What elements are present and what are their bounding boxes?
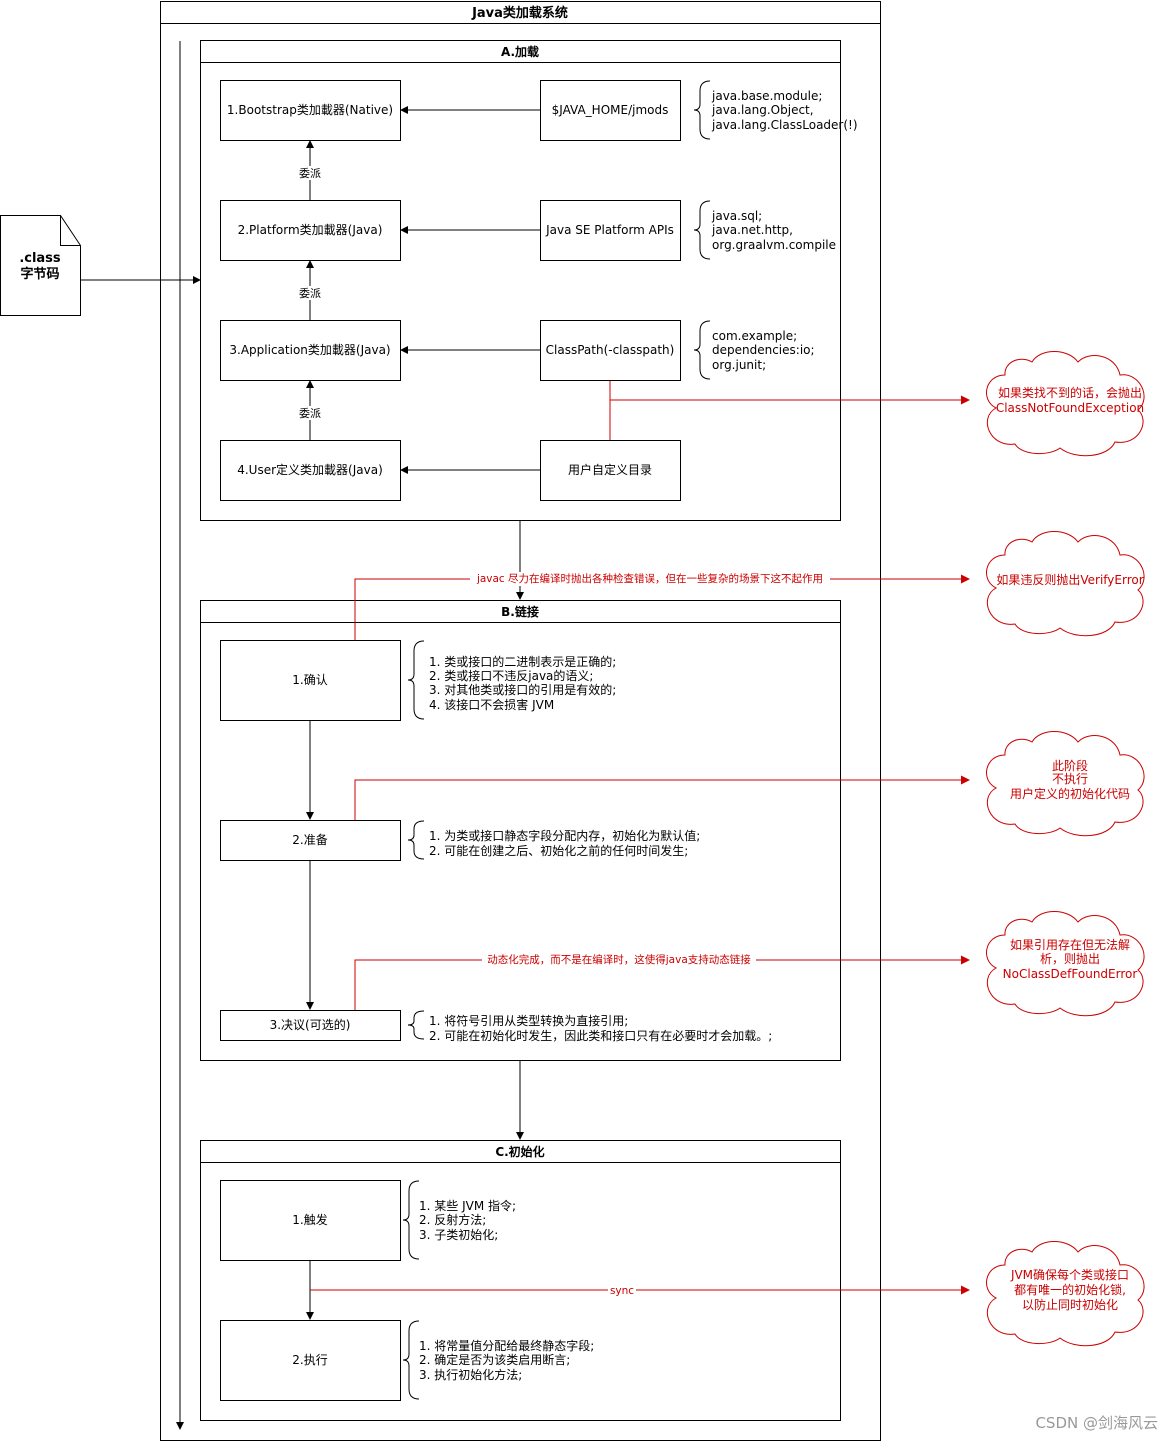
verify-note: 3. 对其他类或接口的引用是有效的; bbox=[429, 682, 616, 697]
cloud-no-user-init: 此阶段 不执行 用户定义的初始化代码 bbox=[986, 731, 1145, 837]
cloud-no-class-def: 如果引用存在但无法解 析，则抛出 NoClassDefFoundError bbox=[986, 911, 1145, 1017]
watermark: CSDN @剑海风云 bbox=[1035, 1414, 1158, 1432]
classpath-note: org.junit; bbox=[712, 358, 766, 372]
class-file-line2: 字节码 bbox=[20, 266, 59, 282]
verify-step bbox=[220, 640, 401, 721]
verify-note: 1. 类或接口的二进制表示是正确的; bbox=[429, 654, 616, 669]
resolve-note: 2. 可能在初始化时发生，因此类和接口只有在必要时才会加载。; bbox=[429, 1028, 772, 1043]
javac-label: javac 尽力在编译时抛出各种检查错误，但在一些复杂的场景下这不起作用 bbox=[476, 572, 823, 585]
classpath-note: dependencies:io; bbox=[712, 343, 815, 357]
resolve-note: 1. 将符号引用从类型转换为直接引用; bbox=[429, 1013, 628, 1028]
delegate-label: 委派 bbox=[299, 167, 321, 180]
execute-note: 2. 确定是否为该类启用断言; bbox=[419, 1352, 570, 1367]
application-loader bbox=[220, 320, 401, 381]
cloud-init-lock: JVM确保每个类或接口 都有唯一的初始化锁, 以防止同时初始化 bbox=[986, 1241, 1145, 1347]
brace bbox=[407, 820, 425, 860]
source-jmods-label: $JAVA_HOME/jmods bbox=[552, 103, 669, 117]
svg-text:如果违反则抛出VerifyError: 如果违反则抛出VerifyError bbox=[996, 572, 1143, 587]
trigger-note: 3. 子类初始化; bbox=[419, 1228, 498, 1242]
source-platform-apis-label: Java SE Platform APIs bbox=[545, 223, 674, 237]
svg-text:不执行: 不执行 bbox=[1052, 772, 1088, 786]
brace bbox=[407, 640, 425, 720]
svg-text:此阶段: 此阶段 bbox=[1052, 758, 1088, 773]
verify-note: 4. 该接口不会损害 JVM bbox=[429, 697, 554, 712]
platform-note: java.sql; bbox=[711, 209, 762, 223]
source-user-dir bbox=[540, 440, 681, 501]
brace bbox=[407, 1010, 425, 1040]
svg-text:以防止同时初始化: 以防止同时初始化 bbox=[1022, 1297, 1118, 1312]
application-loader-label: 3.Application类加載器(Java) bbox=[229, 343, 390, 357]
execute-step bbox=[220, 1320, 401, 1401]
delegate-label: 委派 bbox=[299, 407, 321, 420]
sync-label: sync bbox=[610, 1285, 634, 1297]
verify-label: 1.确认 bbox=[292, 673, 327, 687]
platform-loader-label: 2.Platform类加載器(Java) bbox=[238, 223, 383, 237]
source-classpath-label: ClassPath(-classpath) bbox=[546, 343, 675, 357]
linking-section: B.链接 1.确认 2.准备 3.决议(可选的) 1. 类或接口的二进制表示是正… bbox=[200, 600, 841, 1061]
loading-header: A.加载 bbox=[501, 44, 539, 59]
svg-text:用户定义的初始化代码: 用户定义的初始化代码 bbox=[1010, 786, 1130, 801]
source-classpath bbox=[540, 320, 681, 381]
trigger-note: 2. 反射方法; bbox=[419, 1212, 486, 1227]
brace bbox=[693, 320, 711, 380]
execute-label: 2.执行 bbox=[292, 1353, 327, 1367]
svg-text:析，则抛出: 析，则抛出 bbox=[1040, 951, 1100, 966]
svg-text:如果引用存在但无法解: 如果引用存在但无法解 bbox=[1010, 937, 1130, 952]
resolve-label: 3.决议(可选的) bbox=[270, 1017, 351, 1032]
resolve-step bbox=[220, 1010, 401, 1041]
jmods-note: java.lang.ClassLoader(!) bbox=[711, 118, 858, 132]
source-platform-apis bbox=[540, 200, 681, 261]
bootstrap-loader-label: 1.Bootstrap类加載器(Native) bbox=[227, 103, 393, 117]
brace bbox=[402, 1320, 420, 1400]
class-file-line1: .class bbox=[19, 251, 61, 266]
execute-note: 1. 将常量值分配给最终静态字段; bbox=[419, 1338, 594, 1353]
execute-note: 3. 执行初始化方法; bbox=[419, 1367, 522, 1382]
verify-note: 2. 类或接口不违反java的语义; bbox=[429, 668, 593, 683]
class-file-icon: .class 字节码 bbox=[0, 215, 81, 316]
user-loader bbox=[220, 440, 401, 501]
prepare-step bbox=[220, 820, 401, 861]
bootstrap-loader bbox=[220, 80, 401, 141]
loading-section: A.加载 1.Bootstrap类加載器(Native) 2.Platform类… bbox=[200, 40, 858, 521]
prepare-note: 2. 可能在创建之后、初始化之前的任何时间发生; bbox=[429, 843, 688, 858]
cloud-class-not-found: 如果类找不到的话，会抛出 ClassNotFoundException bbox=[986, 351, 1145, 457]
platform-note: java.net.http, bbox=[711, 223, 793, 237]
jmods-note: java.lang.Object, bbox=[711, 103, 814, 117]
initialization-header: C.初始化 bbox=[495, 1144, 544, 1159]
prepare-note: 1. 为类或接口静态字段分配内存，初始化为默认值; bbox=[429, 828, 700, 843]
source-user-dir-label: 用户自定义目录 bbox=[568, 462, 652, 477]
linking-header: B.链接 bbox=[501, 604, 539, 619]
platform-note: org.graalvm.compile bbox=[712, 238, 836, 252]
prepare-label: 2.准备 bbox=[292, 833, 327, 847]
cloud-verify-error: 如果违反则抛出VerifyError bbox=[986, 531, 1145, 637]
source-jmods bbox=[540, 80, 681, 141]
user-loader-label: 4.User定义类加載器(Java) bbox=[237, 462, 383, 477]
initialization-section: C.初始化 1.触发 2.执行 1. 某些 JVM 指令; 2. 反射方法; 3… bbox=[200, 1140, 841, 1421]
svg-text:JVM确保每个类或接口: JVM确保每个类或接口 bbox=[1010, 1267, 1129, 1282]
dynamic-label: 动态化完成，而不是在编译时，这使得java支持动态链接 bbox=[487, 953, 751, 966]
brace bbox=[693, 200, 711, 260]
trigger-label: 1.触发 bbox=[292, 1212, 327, 1227]
delegate-label: 委派 bbox=[299, 287, 321, 300]
svg-text:都有唯一的初始化锁,: 都有唯一的初始化锁, bbox=[1014, 1282, 1126, 1297]
classpath-note: com.example; bbox=[712, 329, 797, 343]
svg-text:如果类找不到的话，会抛出: 如果类找不到的话，会抛出 bbox=[998, 385, 1142, 400]
svg-text:ClassNotFoundException: ClassNotFoundException bbox=[996, 401, 1144, 415]
brace bbox=[402, 1180, 420, 1260]
trigger-step bbox=[220, 1180, 401, 1261]
trigger-note: 1. 某些 JVM 指令; bbox=[419, 1198, 516, 1213]
svg-text:NoClassDefFoundError: NoClassDefFoundError bbox=[1003, 967, 1138, 981]
jmods-note: java.base.module; bbox=[711, 89, 822, 103]
diagram-title: Java类加载系统 bbox=[471, 5, 568, 21]
brace bbox=[693, 80, 711, 140]
